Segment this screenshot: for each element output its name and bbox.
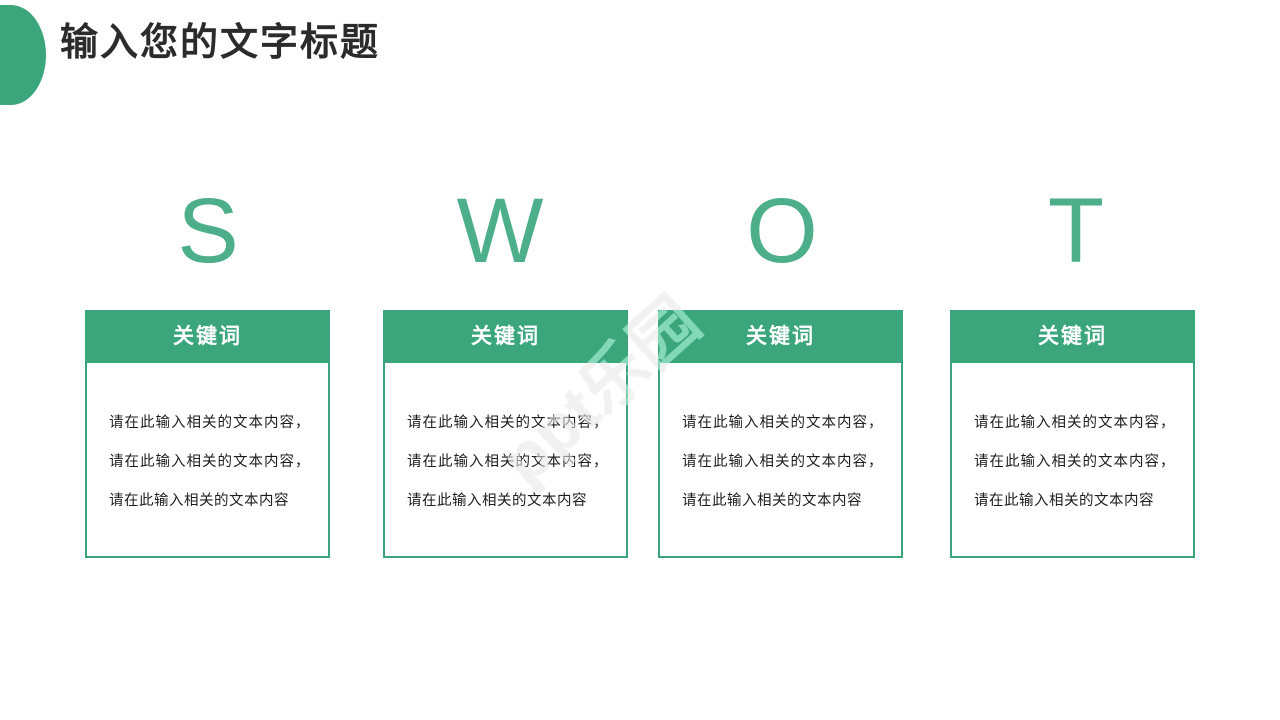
swot-letter-w: W — [456, 180, 544, 282]
card-header: 关键词 — [383, 310, 628, 363]
swot-letter-s: S — [177, 180, 239, 282]
swot-letter-t: T — [1047, 180, 1105, 282]
card-body: 请在此输入相关的文本内容，请在此输入相关的文本内容，请在此输入相关的文本内容 — [85, 362, 330, 558]
card-body: 请在此输入相关的文本内容，请在此输入相关的文本内容，请在此输入相关的文本内容 — [383, 362, 628, 558]
card-header: 关键词 — [85, 310, 330, 363]
card-body-text: 请在此输入相关的文本内容，请在此输入相关的文本内容，请在此输入相关的文本内容 — [974, 415, 1175, 510]
card-body-text: 请在此输入相关的文本内容，请在此输入相关的文本内容，请在此输入相关的文本内容 — [407, 415, 608, 510]
card-header-label: 关键词 — [471, 324, 540, 348]
slide-title-row: 输入您的文字标题 — [0, 0, 1280, 110]
swot-card-opportunities[interactable]: 关键词 请在此输入相关的文本内容，请在此输入相关的文本内容，请在此输入相关的文本… — [658, 310, 903, 558]
card-header-label: 关键词 — [746, 324, 815, 348]
page-title: 输入您的文字标题 — [60, 22, 381, 64]
card-body: 请在此输入相关的文本内容，请在此输入相关的文本内容，请在此输入相关的文本内容 — [950, 362, 1195, 558]
card-header-label: 关键词 — [173, 324, 242, 348]
card-body-text: 请在此输入相关的文本内容，请在此输入相关的文本内容，请在此输入相关的文本内容 — [682, 415, 883, 510]
swot-letter-o: O — [746, 180, 818, 282]
card-header-label: 关键词 — [1038, 324, 1107, 348]
card-header: 关键词 — [950, 310, 1195, 363]
swot-card-strengths[interactable]: 关键词 请在此输入相关的文本内容，请在此输入相关的文本内容，请在此输入相关的文本… — [85, 310, 330, 558]
card-body: 请在此输入相关的文本内容，请在此输入相关的文本内容，请在此输入相关的文本内容 — [658, 362, 903, 558]
swot-card-weaknesses[interactable]: 关键词 请在此输入相关的文本内容，请在此输入相关的文本内容，请在此输入相关的文本… — [383, 310, 628, 558]
card-body-text: 请在此输入相关的文本内容，请在此输入相关的文本内容，请在此输入相关的文本内容 — [109, 415, 310, 510]
card-header: 关键词 — [658, 310, 903, 363]
swot-card-threats[interactable]: 关键词 请在此输入相关的文本内容，请在此输入相关的文本内容，请在此输入相关的文本… — [950, 310, 1195, 558]
